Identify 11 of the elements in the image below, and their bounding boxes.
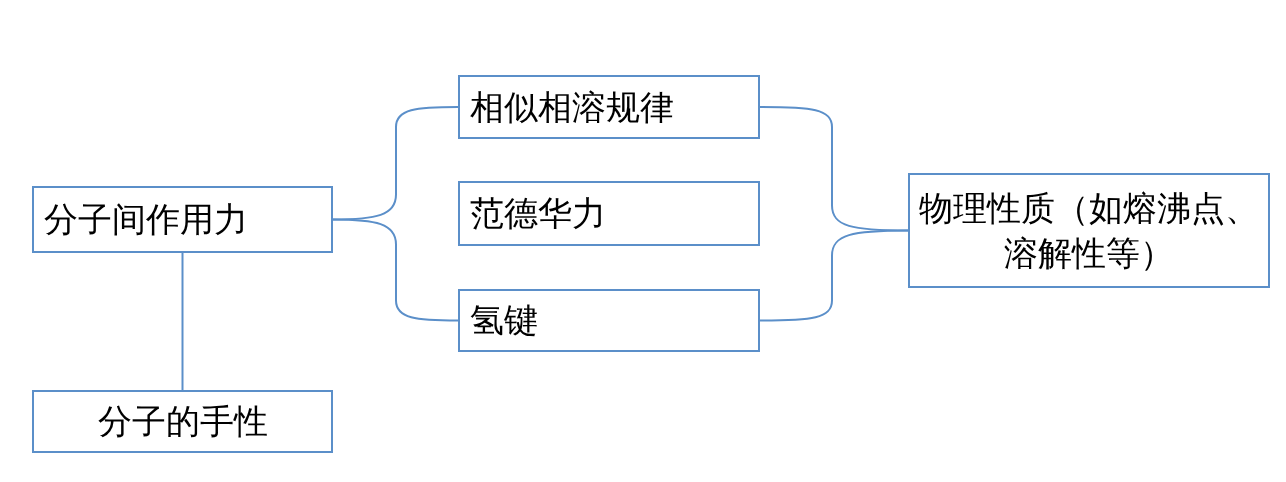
connector-line: [332, 106, 459, 221]
text-box: 分子的手性: [32, 390, 333, 453]
text-box: 氢键: [458, 289, 760, 352]
connector-line: [332, 218, 459, 322]
text-box: 分子间作用力: [32, 186, 333, 253]
connector-line: [759, 229, 909, 322]
text-box: 相似相溶规律: [458, 75, 760, 139]
text-box: 物理性质（如熔沸点、溶解性等）: [908, 173, 1270, 288]
text-box: 范德华力: [458, 181, 760, 246]
connector-line: [759, 106, 909, 232]
connector-line: [181, 252, 184, 391]
